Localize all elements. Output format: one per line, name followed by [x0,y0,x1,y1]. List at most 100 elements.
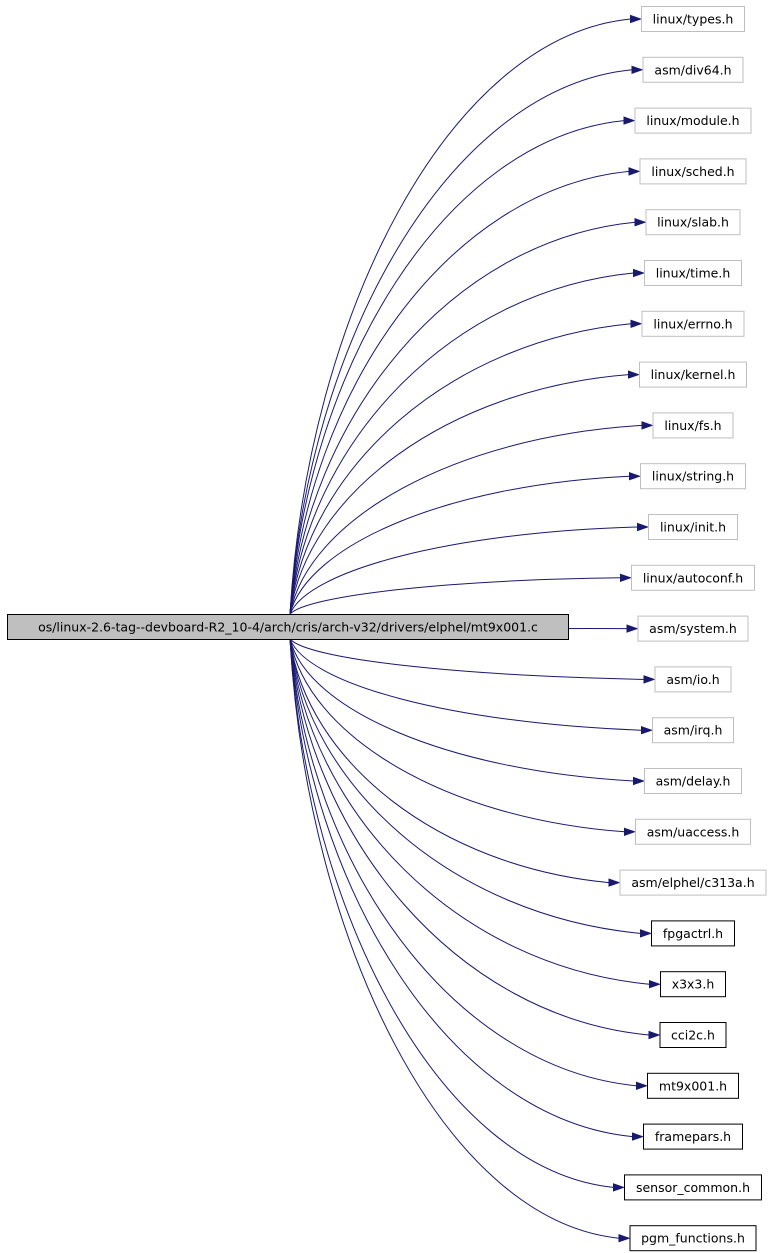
include-label: linux/types.h [653,12,734,27]
arrowhead [630,319,643,329]
include-box[interactable] [660,971,726,998]
edge-to-fpgactrl-h [289,638,641,934]
include-node-asm-uaccess-h[interactable]: asm/uaccess.h [635,818,751,845]
include-box[interactable] [634,107,752,134]
include-label: asm/elphel/c313a.h [631,875,754,890]
include-node-linux-autoconf-h[interactable]: linux/autoconf.h [631,564,755,591]
arrowhead [632,1132,645,1141]
arrowhead [649,979,662,989]
arrowhead [643,675,656,684]
include-node-linux-errno-h[interactable]: linux/errno.h [641,310,745,337]
edge-to-asm-uaccess-h [289,638,625,833]
include-label: linux/sched.h [651,164,734,179]
include-node-framepars-h[interactable]: framepars.h [643,1123,743,1150]
include-node-linux-init-h[interactable]: linux/init.h [648,514,738,540]
include-box[interactable] [639,158,747,185]
include-label: framepars.h [655,1129,731,1144]
include-box[interactable] [640,463,746,490]
include-node-asm-delay-h[interactable]: asm/delay.h [644,768,742,794]
include-box[interactable] [629,1225,757,1252]
arrowhead [641,421,654,430]
edge-to-cci2c-h [289,638,650,1036]
include-box[interactable] [647,1072,739,1099]
include-box[interactable] [651,920,735,947]
edge-to-linux-time-h [289,272,634,615]
include-label: asm/uaccess.h [647,824,740,839]
include-box[interactable] [619,869,767,896]
include-box[interactable] [644,768,742,794]
include-box[interactable] [654,666,732,693]
include-node-linux-slab-h[interactable]: linux/slab.h [645,209,741,236]
source-file-box[interactable] [7,614,569,640]
include-box[interactable] [659,1022,727,1048]
include-node-linux-string-h[interactable]: linux/string.h [640,463,746,490]
include-node-asm-system-h[interactable]: asm/system.h [637,615,749,642]
include-box[interactable] [643,1123,743,1150]
include-box[interactable] [631,564,755,591]
include-box[interactable] [635,818,751,845]
include-box[interactable] [624,1174,762,1201]
include-label: linux/init.h [660,520,726,535]
include-node-linux-types-h[interactable]: linux/types.h [641,6,745,32]
edge-to-linux-errno-h [289,323,632,615]
arrowhead [623,116,636,125]
include-label: asm/io.h [666,672,719,687]
include-node-cci2c-h[interactable]: cci2c.h [659,1022,727,1048]
include-label: linux/fs.h [664,418,721,433]
include-box[interactable] [641,310,745,337]
include-box[interactable] [639,361,747,388]
arrowhead [628,370,641,379]
include-node-x3x3-h[interactable]: x3x3.h [660,971,726,998]
include-node-asm-div64-h[interactable]: asm/div64.h [642,56,744,83]
source-file-node[interactable]: os/linux-2.6-tag--devboard-R2_10-4/arch/… [7,614,569,640]
include-box[interactable] [652,412,734,439]
include-label: linux/kernel.h [651,367,736,382]
include-label: asm/div64.h [654,62,731,77]
arrowhead [636,1081,649,1091]
arrowhead [648,1030,661,1040]
edge-to-asm-irq-h [289,638,642,731]
include-box[interactable] [637,615,749,642]
arrowhead [633,268,646,278]
include-node-mt9x001-h[interactable]: mt9x001.h [647,1072,739,1099]
include-node-linux-kernel-h[interactable]: linux/kernel.h [639,361,747,388]
include-node-asm-elphel-c313a-h[interactable]: asm/elphel/c313a.h [619,869,767,896]
arrowhead [620,573,633,583]
arrowhead [630,14,643,24]
nodes: os/linux-2.6-tag--devboard-R2_10-4/arch/… [7,6,767,1252]
include-label: linux/time.h [656,266,731,281]
include-box[interactable] [652,717,734,744]
edge-to-x3x3-h [289,638,650,985]
edge-to-framepars-h [289,638,633,1138]
include-box[interactable] [642,56,744,83]
include-node-linux-fs-h[interactable]: linux/fs.h [652,412,734,439]
arrowhead [640,929,653,938]
include-label: asm/delay.h [656,774,731,789]
include-box[interactable] [644,260,742,286]
include-node-asm-io-h[interactable]: asm/io.h [654,666,732,693]
include-node-linux-sched-h[interactable]: linux/sched.h [639,158,747,185]
include-node-linux-module-h[interactable]: linux/module.h [634,107,752,134]
source-file-label: os/linux-2.6-tag--devboard-R2_10-4/arch/… [38,620,538,635]
include-label: linux/autoconf.h [643,570,743,585]
include-box[interactable] [648,514,738,540]
arrowhead [628,167,641,176]
edge-to-mt9x001-h [289,638,637,1087]
include-box[interactable] [645,209,741,236]
arrowhead [613,1183,626,1192]
include-node-pgm-functions-h[interactable]: pgm_functions.h [629,1225,757,1252]
include-node-sensor-common-h[interactable]: sensor_common.h [624,1174,762,1201]
edge-to-linux-fs-h [289,424,643,615]
include-box[interactable] [641,6,745,32]
arrowhead [624,827,637,837]
include-node-linux-time-h[interactable]: linux/time.h [644,260,742,286]
include-label: asm/irq.h [664,723,723,738]
include-label: linux/errno.h [653,316,732,331]
edge-to-linux-string-h [289,475,630,615]
include-node-asm-irq-h[interactable]: asm/irq.h [652,717,734,744]
edge-to-sensor-common-h [289,638,614,1188]
include-node-fpgactrl-h[interactable]: fpgactrl.h [651,920,735,947]
edge-to-asm-io-h [289,638,645,680]
edge-to-linux-kernel-h [289,374,629,615]
